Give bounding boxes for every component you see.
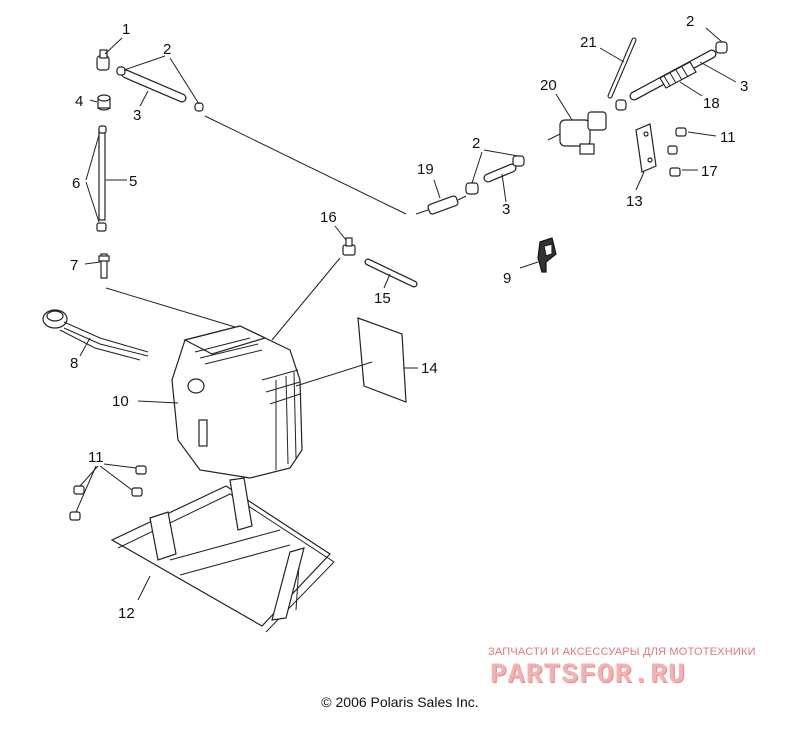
part-13-bracket	[635, 123, 657, 191]
callout-2-middle: 2	[472, 135, 480, 152]
callout-14: 14	[421, 360, 438, 377]
part-21-vent-tube	[599, 37, 637, 99]
part-11-bolts-left	[69, 463, 147, 521]
callout-3-upper-left: 3	[133, 107, 141, 124]
callout-1: 1	[122, 21, 130, 38]
part-9-clip	[519, 237, 557, 273]
callout-16: 16	[320, 209, 337, 226]
callout-8: 8	[70, 355, 78, 372]
callout-11-left: 11	[88, 449, 104, 466]
callout-13: 13	[626, 193, 643, 210]
part-11-bolt-right	[675, 127, 717, 137]
part-19-filter	[415, 179, 467, 215]
part-16-elbow-fitting	[334, 225, 356, 256]
part-1-fitting	[96, 37, 123, 71]
watermark-logo: PARTSFOR.RU	[490, 660, 686, 691]
part-18-hose-sleeve	[615, 27, 737, 111]
callout-11-right: 11	[720, 129, 736, 146]
part-12-tank-frame	[110, 477, 335, 633]
part-20-fuel-pump	[547, 93, 607, 155]
part-3-hose-upper-left	[116, 55, 204, 112]
callout-5: 5	[129, 173, 137, 190]
part-15-tube	[364, 258, 418, 289]
callout-20: 20	[540, 77, 557, 94]
part-10-fuel-tank	[137, 325, 303, 479]
ref-line-7-to-tank	[105, 287, 246, 331]
callout-3-middle: 3	[502, 201, 510, 218]
callout-10: 10	[112, 393, 129, 410]
callout-4: 4	[75, 93, 83, 110]
callout-17: 17	[701, 163, 718, 180]
part-3-hose-middle	[465, 149, 525, 203]
callout-3-right: 3	[740, 78, 748, 95]
ref-line-hose-to-19	[204, 115, 407, 215]
part-7-valve	[84, 253, 110, 279]
callout-15: 15	[374, 290, 391, 307]
ref-line-16-to-tank	[271, 257, 341, 341]
part-4-grommet	[89, 94, 111, 111]
callout-9: 9	[503, 270, 511, 287]
callout-2-upper-left: 2	[163, 41, 171, 58]
part-17-nut	[667, 145, 698, 177]
part-8-fuel-sender	[42, 309, 149, 361]
callout-7: 7	[70, 257, 78, 274]
copyright-text: © 2006 Polaris Sales Inc.	[321, 694, 479, 710]
callout-19: 19	[417, 161, 434, 178]
callout-2-right: 2	[686, 13, 694, 30]
watermark-tagline: ЗАПЧАСТИ И АКСЕССУАРЫ ДЛЯ МОТОТЕХНИКИ	[488, 646, 756, 658]
part-5-tube	[85, 125, 127, 232]
part-14-pad	[295, 317, 418, 403]
callout-6: 6	[72, 175, 80, 192]
callout-21: 21	[580, 34, 597, 51]
callout-18: 18	[703, 95, 720, 112]
callout-12: 12	[118, 605, 135, 622]
